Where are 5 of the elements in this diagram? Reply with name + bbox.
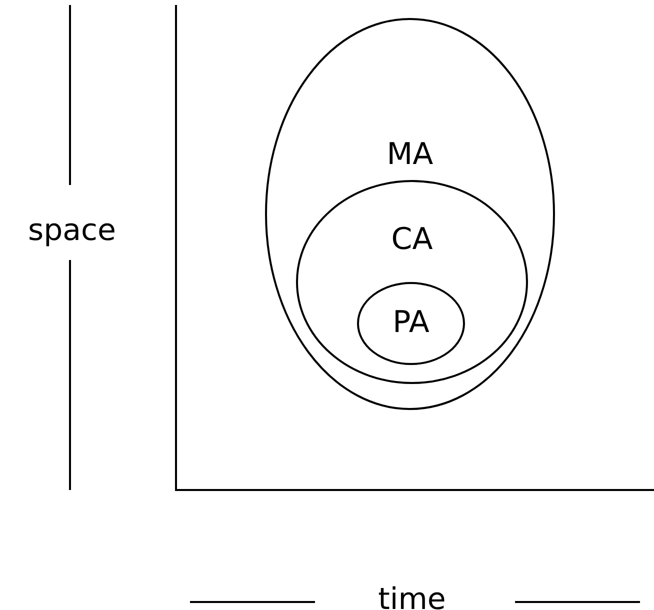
set-label: CA — [391, 223, 433, 257]
axis-label: space — [28, 214, 116, 248]
axis-label: time — [378, 583, 446, 610]
set-label: PA — [392, 306, 430, 340]
set-label: MA — [386, 138, 434, 172]
